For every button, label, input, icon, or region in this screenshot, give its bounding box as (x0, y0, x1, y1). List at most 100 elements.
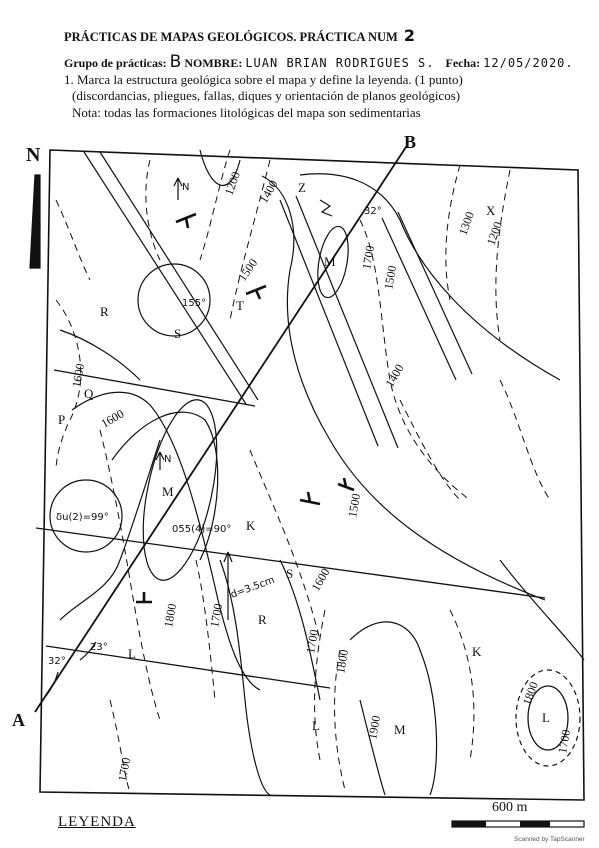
unit-label-m3: M (394, 722, 406, 737)
instruction-line-1: 1. Marca la estructura geológica sobre e… (64, 72, 463, 87)
small-north-arrow-1 (173, 177, 183, 200)
unit-label-l2: L (312, 718, 320, 733)
instruction-note: Nota: todas las formaciones litológicas … (72, 105, 421, 120)
structure-ellipse-2 (317, 225, 349, 299)
contact-line-6 (59, 439, 161, 621)
group-label: Grupo de prácticas: (64, 56, 167, 70)
contact-line-5 (111, 411, 219, 561)
instruction-line-2: (discordancias, pliegues, fallas, diques… (72, 88, 461, 103)
contour-4 (495, 169, 511, 341)
fault-line-3 (53, 369, 256, 407)
scanner-watermark: Scanned by TapScanner (514, 836, 585, 843)
contour-8 (195, 559, 216, 701)
contour-12 (109, 699, 131, 793)
unit-label-z: Z (298, 180, 306, 195)
contour-17 (55, 199, 91, 281)
dyke-line-5 (83, 151, 247, 405)
scale-bar-segment-2 (520, 821, 550, 827)
contour-label-1400a: 1400 (256, 178, 280, 206)
unit-label-q: Q (84, 386, 94, 401)
contact-line-2 (261, 175, 546, 601)
dip-symbol-1 (175, 212, 197, 229)
dyke-line-6 (99, 151, 259, 401)
contour-5 (359, 219, 471, 501)
unit-label-l1: L (128, 646, 136, 661)
date-label: Fecha: (445, 56, 481, 70)
dip-symbol-5 (136, 592, 152, 604)
title-text: PRÁCTICAS DE MAPAS GEOLÓGICOS. PRÁCTICA … (64, 30, 398, 44)
name-label: NOMBRE: (184, 56, 243, 70)
dip-symbol-4 (337, 477, 355, 492)
group-value: B (169, 52, 182, 72)
contour-2 (229, 159, 271, 321)
point-b-label: B (404, 132, 417, 152)
contour-9 (249, 449, 321, 641)
contour-14 (499, 379, 551, 501)
practice-number: 2 (403, 26, 415, 45)
unit-label-x: X (486, 203, 496, 218)
contour-10 (314, 609, 326, 761)
arrow-up-icon (223, 551, 233, 620)
small-north-label-2: N (164, 454, 171, 465)
unit-label-t: T (236, 298, 244, 313)
unit-label-s1: S (174, 326, 181, 341)
fault-line-1 (35, 527, 546, 599)
contour-7 (99, 429, 161, 721)
contour-label-1500c: 1500 (345, 492, 363, 518)
contact-line-4 (71, 391, 261, 691)
contour-label-1600b: 1600 (99, 406, 127, 430)
contour-13 (449, 609, 475, 761)
name-value: LUAN BRIAN RODRIGUES S. (245, 56, 435, 70)
contour-label-1600c: 1600 (308, 566, 332, 594)
dyke-line-4 (397, 211, 473, 375)
angle-arc-23 (79, 641, 97, 661)
contour-11 (334, 649, 346, 791)
unit-label-s2: S (286, 566, 293, 581)
dip-symbol-2 (245, 284, 267, 300)
contour-16 (145, 159, 161, 261)
date-value: 12/05/2020. (483, 56, 574, 70)
page-title: PRÁCTICAS DE MAPAS GEOLÓGICOS. PRÁCTICA … (64, 26, 415, 45)
contour-6 (55, 299, 82, 471)
contour-label-1400b: 1400 (382, 362, 406, 390)
fault-line-2 (45, 645, 331, 689)
contour-label-1800c: 1800 (520, 680, 541, 707)
small-north-arrow-2 (155, 451, 165, 470)
dyke-line-2 (295, 195, 399, 449)
unit-label-l3: L (542, 710, 550, 725)
contact-line-11 (59, 329, 141, 381)
contour-label-1800b: 1800 (333, 648, 351, 674)
contact-line-3 (299, 173, 561, 381)
map-frame (39, 149, 585, 801)
unit-label-r2: R (258, 612, 267, 627)
contour-label-1900: 1900 (365, 714, 383, 740)
north-arrow-icon (29, 174, 41, 269)
section-line-a-b (34, 143, 409, 713)
dip-circle-2 (49, 479, 123, 553)
contour-label-1500b: 1500 (381, 264, 399, 290)
small-dip-mark (319, 199, 333, 217)
contour-1 (199, 149, 231, 261)
angle-annotation-32: 32° (48, 656, 66, 667)
hill-ellipse-2 (527, 685, 569, 751)
contour-label-1700e: 1700 (115, 756, 133, 782)
dip-annotation-155: 155° (182, 298, 206, 309)
point-a-label: A (12, 710, 25, 730)
dip-annotation-05: 055(4)=90° (172, 524, 231, 535)
contact-line-9 (359, 699, 386, 796)
contact-line-12 (279, 559, 321, 701)
unit-label-m1: M (324, 254, 336, 269)
contour-label-1800a: 1800 (161, 602, 179, 628)
contour-label-1600a: 1600 (69, 362, 87, 388)
scale-bar-segment-1 (452, 821, 486, 827)
contour-label-1200a: 1200 (222, 170, 243, 197)
unit-label-r1: R (100, 304, 109, 319)
contour-label-1700a: 1700 (359, 244, 377, 270)
contour-label-1700d: 1700 (555, 728, 573, 754)
dip-symbol-3 (299, 491, 321, 506)
dyke-line-1 (279, 199, 379, 447)
angle-annotation-23: 23° (90, 642, 108, 653)
unit-label-k1: K (246, 518, 256, 533)
angle-arc-32 (45, 671, 59, 697)
